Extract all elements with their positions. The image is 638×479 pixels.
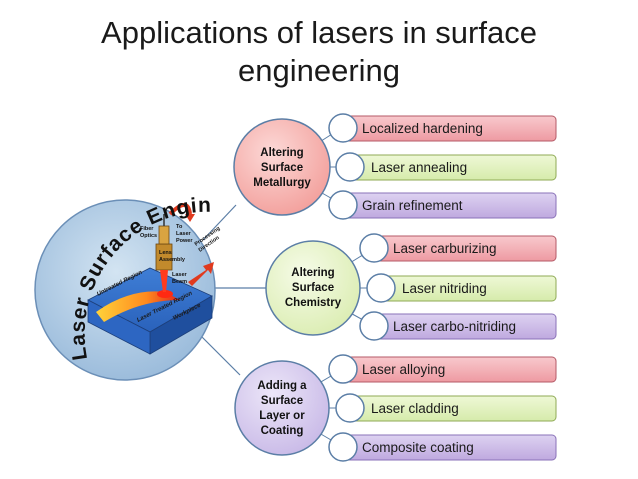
bullet-laser-alloying: [328, 354, 358, 384]
bullet-laser-annealing: [335, 152, 365, 182]
item-label-localized-hardening: Localized hardening: [362, 121, 483, 136]
label-optics: Optics: [140, 233, 157, 239]
label-lens: Lens: [159, 250, 172, 256]
treated-region: [96, 291, 180, 322]
connector-hub-coating: [199, 334, 241, 376]
item-label-laser-alloying: Laser alloying: [362, 362, 445, 377]
beam-spot: [157, 290, 173, 298]
metallurgy-line-2: Surface: [261, 162, 303, 174]
chemistry-line-3: Chemistry: [285, 297, 342, 309]
metallurgy-line-3: Metallurgy: [253, 177, 311, 189]
coating-line-1: Adding a: [257, 380, 307, 392]
chemistry-line-2: Surface: [292, 282, 334, 294]
processing-direction-arrow: [188, 262, 214, 286]
bullet-laser-carbo-nitriding: [359, 311, 389, 341]
slide-title: Applications of lasers in surface engine…: [0, 14, 638, 90]
laser-beam: [160, 270, 168, 292]
laser-head-top: [158, 225, 170, 245]
bullet-localized-hardening: [328, 113, 358, 143]
label-fiber: Fiber: [140, 226, 154, 232]
group-altering-surface-chemistry: Laser carburizing Laser nitriding Laser …: [265, 233, 557, 341]
hub: Fiber Optics To Laser Power Lens Assembl…: [0, 0, 221, 381]
item-label-composite-coating: Composite coating: [362, 440, 474, 455]
coating-line-4: Coating: [261, 425, 304, 437]
item-label-grain-refinement: Grain refinement: [362, 198, 463, 213]
label-beam: Beam: [172, 279, 187, 285]
item-label-laser-nitriding: Laser nitriding: [402, 281, 487, 296]
item-label-laser-carburizing: Laser carburizing: [393, 241, 497, 256]
connectors: [199, 204, 268, 376]
group-altering-surface-metallurgy: Localized hardening Laser annealing Grai…: [233, 113, 557, 220]
laser-power-arrow: [168, 203, 192, 216]
label-to: To: [176, 224, 183, 230]
label-power: Power: [176, 238, 193, 244]
circle-altering-surface-metallurgy: [233, 118, 331, 216]
label-laser-2: Laser: [172, 272, 188, 278]
slide-title-line-2: engineering: [237, 53, 401, 88]
slide-title-line-1: Applications of lasers in surface: [101, 15, 537, 50]
label-assembly: Assembly: [159, 257, 186, 263]
metallurgy-line-1: Altering: [260, 147, 303, 159]
label-laser-1: Laser: [176, 231, 192, 237]
bullet-laser-carburizing: [359, 233, 389, 263]
item-label-laser-cladding: Laser cladding: [371, 401, 459, 416]
coating-line-2: Surface: [261, 395, 303, 407]
circle-altering-surface-chemistry: [265, 240, 361, 336]
group-adding-surface-layer-or-coating: Laser alloying Laser cladding Composite …: [234, 354, 557, 462]
laser-power-arrowhead: [185, 214, 195, 222]
bullet-grain-refinement: [328, 190, 358, 220]
workpiece-illustration: Fiber Optics To Laser Power Lens Assembl…: [87, 203, 221, 355]
coating-line-3: Layer or: [259, 410, 305, 422]
bullet-laser-cladding: [335, 393, 365, 423]
bullet-laser-nitriding: [366, 273, 396, 303]
chemistry-line-1: Altering: [291, 267, 334, 279]
connector-hub-metallurgy: [202, 204, 237, 241]
item-label-laser-carbo-nitriding: Laser carbo-nitriding: [393, 319, 516, 334]
circle-adding-surface-layer-or-coating: [234, 360, 330, 456]
item-label-laser-annealing: Laser annealing: [371, 160, 467, 175]
bullet-composite-coating: [328, 432, 358, 462]
